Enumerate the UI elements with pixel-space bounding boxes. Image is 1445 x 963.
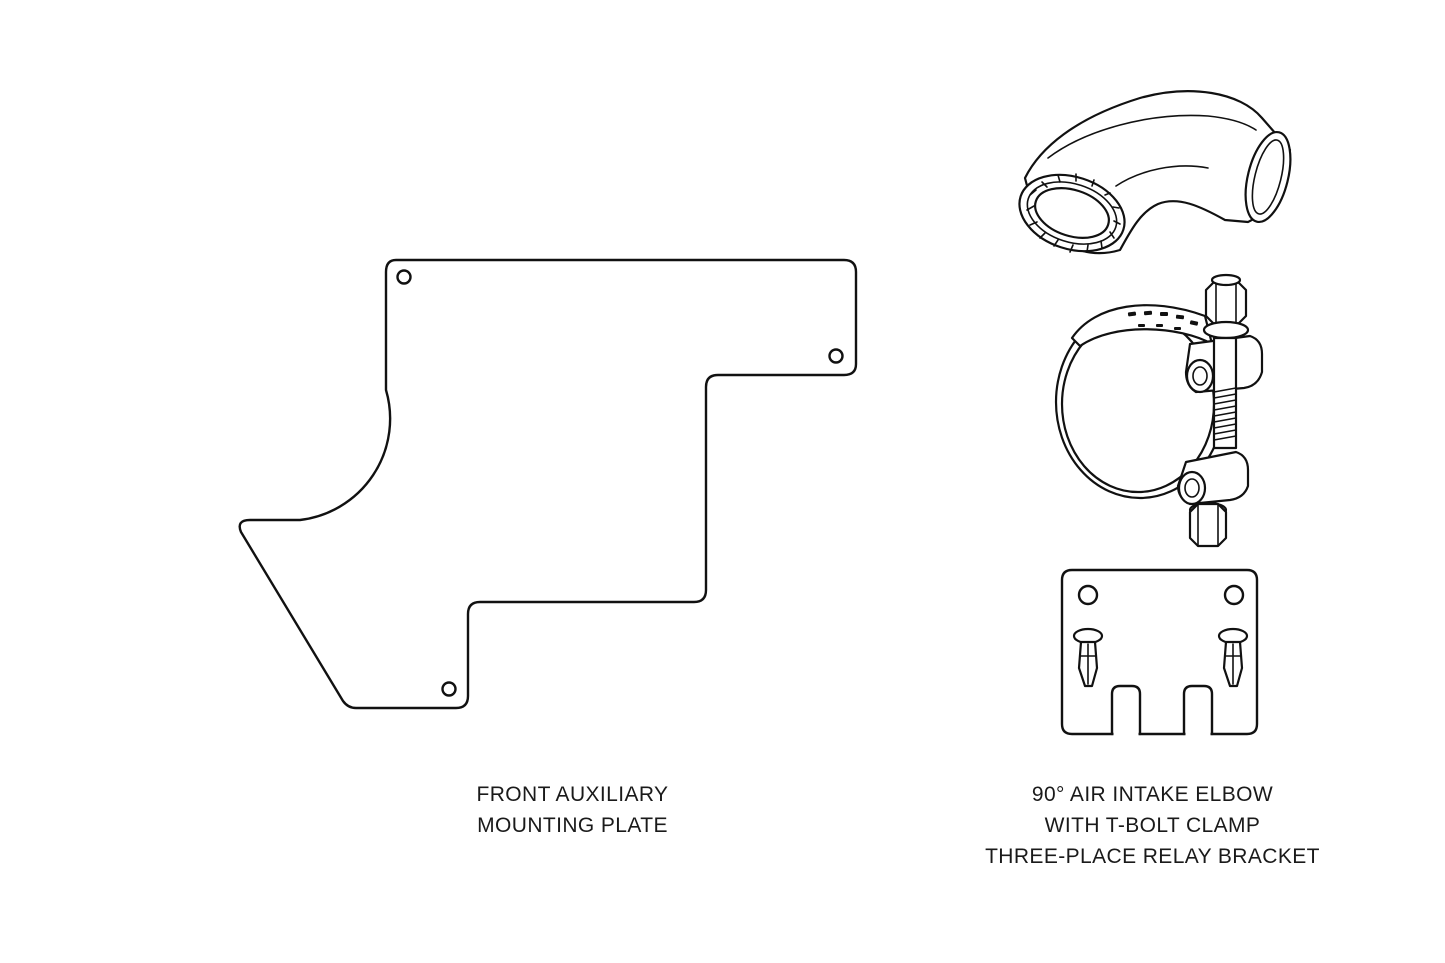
elbow-right-opening-inner bbox=[1251, 139, 1285, 215]
caption-mounting-plate: FRONT AUXILIARY MOUNTING PLATE bbox=[430, 779, 715, 841]
t-bolt-clamp bbox=[1054, 273, 1264, 548]
air-intake-elbow bbox=[1018, 90, 1292, 255]
relay-bracket-hole-right bbox=[1223, 584, 1245, 606]
slot-gap-right bbox=[1185, 732, 1211, 737]
clamp-upper-trunnion bbox=[1185, 358, 1215, 394]
clamp-hex-nut-top bbox=[1204, 278, 1248, 328]
clamp-lower-trunnion bbox=[1177, 470, 1207, 506]
caption-intake-parts: 90° AIR INTAKE ELBOW WITH T-BOLT CLAMP T… bbox=[960, 779, 1345, 872]
plate-mounting-hole-bottom bbox=[441, 681, 457, 697]
clamp-lower-trunnion-bore bbox=[1184, 478, 1200, 498]
caption-mounting-plate-line-2: MOUNTING PLATE bbox=[477, 814, 668, 837]
caption-mounting-plate-line-1: FRONT AUXILIARY bbox=[476, 783, 669, 806]
relay-bracket-hole-left bbox=[1077, 584, 1099, 606]
elbow-contour-lower bbox=[1115, 165, 1209, 187]
elbow-left-opening-inner bbox=[1034, 187, 1110, 239]
clamp-hex-nut-bottom bbox=[1188, 502, 1228, 548]
clamp-upper-trunnion-bore bbox=[1192, 366, 1208, 386]
mounting-plate-outline bbox=[238, 258, 858, 710]
elbow-left-opening-mid bbox=[1026, 181, 1118, 245]
elbow-wall-hatch bbox=[1026, 173, 1121, 253]
plate-mounting-hole-right bbox=[828, 348, 844, 364]
caption-intake-parts-line-3: THREE-PLACE RELAY BRACKET bbox=[985, 845, 1320, 868]
relay-bracket bbox=[1060, 568, 1259, 737]
clamp-strap-slots bbox=[1127, 310, 1199, 330]
clamp-bolt-tip-top bbox=[1210, 273, 1242, 287]
elbow-right-opening-outer bbox=[1244, 131, 1292, 223]
clamp-thread-lines bbox=[1213, 387, 1237, 441]
caption-intake-parts-line-1: 90° AIR INTAKE ELBOW bbox=[1031, 783, 1274, 806]
plate-mounting-hole-top-left bbox=[396, 269, 412, 285]
push-rivet-right bbox=[1217, 627, 1249, 688]
slot-gap-left bbox=[1113, 732, 1139, 737]
relay-bracket-slots bbox=[1110, 684, 1214, 736]
caption-intake-parts-line-2: WITH T-BOLT CLAMP bbox=[1044, 814, 1261, 837]
relay-bracket-outline bbox=[1060, 568, 1259, 736]
front-auxiliary-mounting-plate bbox=[238, 258, 858, 710]
elbow-contour-upper bbox=[1047, 114, 1257, 159]
push-rivet-left bbox=[1072, 627, 1104, 688]
clamp-washer-top bbox=[1202, 320, 1250, 340]
